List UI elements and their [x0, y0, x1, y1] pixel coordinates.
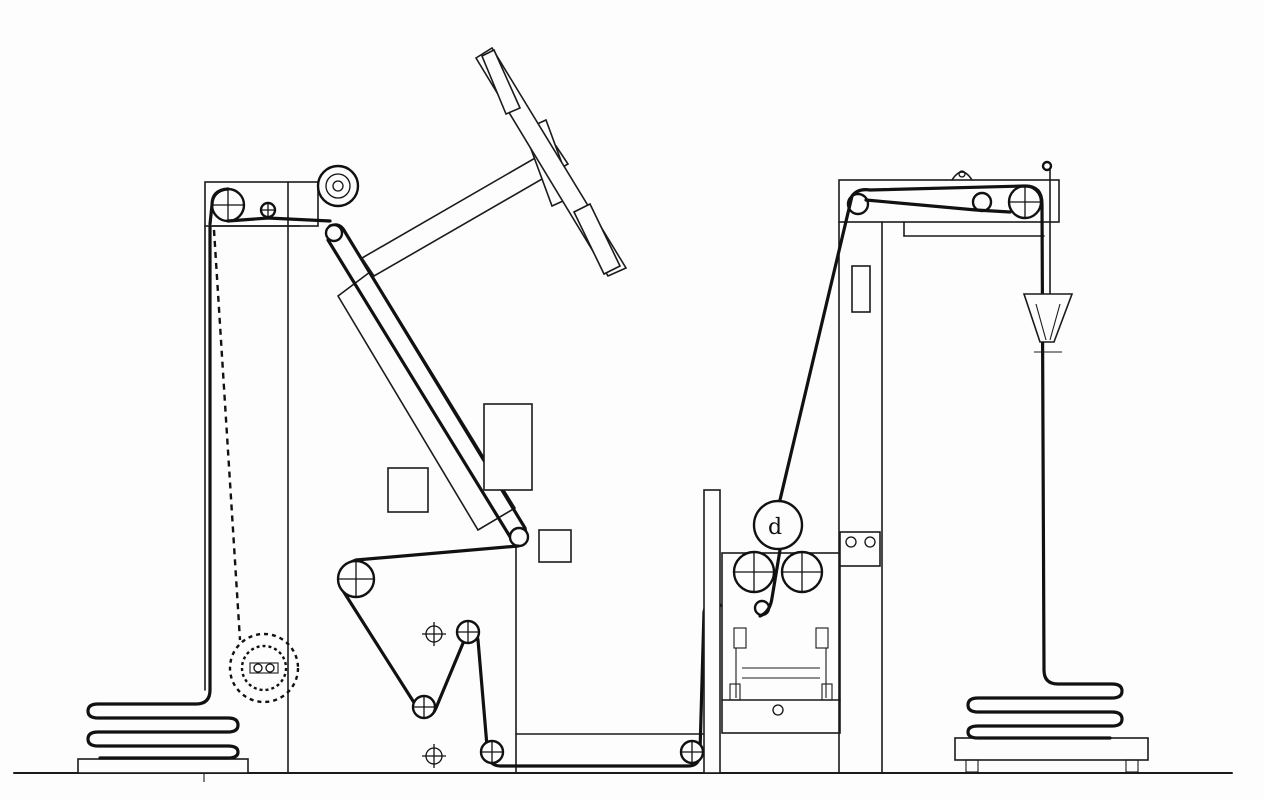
left-folded-stack	[77, 222, 249, 774]
roller-mark: d	[768, 515, 782, 540]
takeup-roller-dashed	[212, 229, 300, 704]
crosshair-marker-upper	[422, 622, 446, 646]
crosshair-marker-lower	[422, 744, 446, 768]
drive-block-upper	[483, 403, 533, 491]
control-box-left	[387, 467, 429, 513]
left-tower	[204, 181, 332, 774]
right-tower	[778, 170, 1060, 774]
swivel-arm-with-scraper	[360, 46, 628, 278]
pulley-chain	[336, 544, 762, 768]
swinging-folder	[1022, 160, 1074, 353]
inclined-conveyor	[324, 223, 530, 548]
right-folded-stack	[954, 668, 1149, 773]
control-box-mid	[538, 529, 572, 563]
spool-wheel	[316, 164, 360, 208]
squeeze-rollers: d	[703, 489, 841, 774]
